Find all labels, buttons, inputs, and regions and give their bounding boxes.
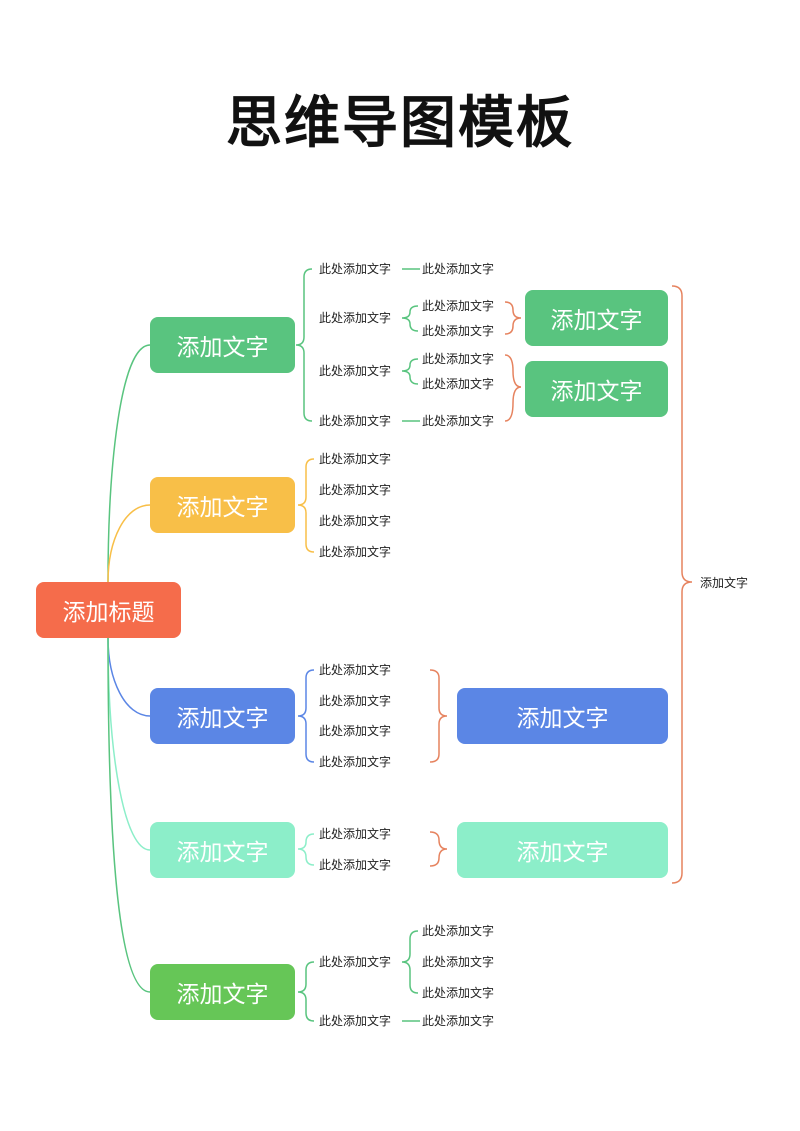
b1-summary-brace-1 (504, 301, 522, 335)
leaf-node[interactable]: 此处添加文字 (319, 755, 392, 769)
leaf-node[interactable]: 此处添加文字 (319, 514, 392, 528)
root-link-2 (107, 504, 151, 583)
b3-summary-brace (429, 669, 448, 763)
leaf-node[interactable]: 此处添加文字 (319, 663, 392, 677)
leaf-node[interactable]: 此处添加文字 (319, 483, 392, 497)
summary-node-label: 添加文字 (550, 379, 643, 405)
summary-node-2[interactable]: 添加文字 (525, 361, 668, 417)
b1-sub2-brace (401, 305, 419, 332)
leaf-node[interactable]: 此处添加文字 (319, 452, 392, 466)
root-link-1 (107, 344, 151, 583)
leaf-node[interactable]: 此处添加文字 (319, 262, 392, 276)
b1-brace (295, 268, 313, 422)
summary-node-3[interactable]: 添加文字 (457, 688, 668, 744)
root-link-4 (107, 637, 151, 851)
leaf-node[interactable]: 此处添加文字 (422, 1014, 495, 1028)
branch-node-4[interactable]: 添加文字 (150, 822, 295, 878)
leaf-node[interactable]: 此处添加文字 (422, 299, 495, 313)
b1-summary-brace-2 (504, 354, 522, 422)
side-summary-label[interactable]: 添加文字 (700, 576, 749, 590)
summary-node-4[interactable]: 添加文字 (457, 822, 668, 878)
b3-brace (297, 669, 315, 763)
root-link-5 (107, 637, 151, 993)
leaf-node[interactable]: 此处添加文字 (422, 924, 495, 938)
b4-brace (297, 833, 315, 866)
b5-brace (297, 961, 315, 1022)
side-summary-brace (671, 285, 693, 884)
leaf-node[interactable]: 此处添加文字 (422, 955, 495, 969)
leaf-node[interactable]: 此处添加文字 (319, 694, 392, 708)
b5-sub1-brace (401, 930, 419, 994)
leaf-node[interactable]: 此处添加文字 (319, 1014, 392, 1028)
branch-node-1[interactable]: 添加文字 (150, 317, 295, 373)
summary-node-label: 添加文字 (516, 840, 609, 866)
leaf-node[interactable]: 此处添加文字 (319, 311, 392, 325)
leaf-node[interactable]: 此处添加文字 (422, 377, 495, 391)
root-node-label: 添加标题 (62, 600, 155, 626)
branch-node-label: 添加文字 (176, 495, 269, 521)
b1-sub3-brace (401, 358, 419, 385)
leaf-node[interactable]: 此处添加文字 (319, 827, 392, 841)
branch-node-3[interactable]: 添加文字 (150, 688, 295, 744)
branch-node-label: 添加文字 (176, 335, 269, 361)
leaf-node[interactable]: 此处添加文字 (422, 986, 495, 1000)
leaf-node[interactable]: 此处添加文字 (319, 414, 392, 428)
leaf-node[interactable]: 此处添加文字 (422, 352, 495, 366)
root-link-3 (107, 637, 151, 717)
branch-node-label: 添加文字 (176, 706, 269, 732)
branch-node-label: 添加文字 (176, 982, 269, 1008)
leaf-node[interactable]: 此处添加文字 (319, 858, 392, 872)
leaf-node[interactable]: 此处添加文字 (422, 324, 495, 338)
summary-node-label: 添加文字 (516, 706, 609, 732)
leaf-node[interactable]: 此处添加文字 (319, 955, 392, 969)
b2-brace (297, 458, 315, 553)
leaf-node[interactable]: 此处添加文字 (422, 414, 495, 428)
leaf-node[interactable]: 此处添加文字 (319, 545, 392, 559)
branch-node-5[interactable]: 添加文字 (150, 964, 295, 1020)
b4-summary-brace (429, 831, 448, 867)
root-node[interactable]: 添加标题 (36, 582, 181, 638)
branch-node-label: 添加文字 (176, 840, 269, 866)
page-title: 思维导图模板 (226, 91, 574, 156)
leaf-node[interactable]: 此处添加文字 (319, 364, 392, 378)
summary-node-label: 添加文字 (550, 308, 643, 334)
leaf-node[interactable]: 此处添加文字 (319, 724, 392, 738)
branch-node-2[interactable]: 添加文字 (150, 477, 295, 533)
leaf-node[interactable]: 此处添加文字 (422, 262, 495, 276)
summary-node-1[interactable]: 添加文字 (525, 290, 668, 346)
